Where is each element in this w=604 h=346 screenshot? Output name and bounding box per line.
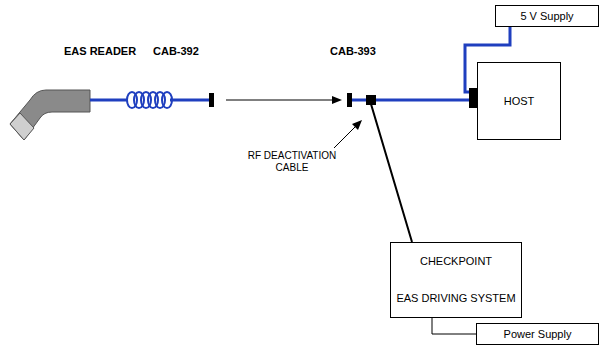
box-label: 5 V Supply <box>520 10 573 23</box>
cable-junction <box>366 95 376 105</box>
reader-handle <box>10 90 90 140</box>
box-label: Power Supply <box>504 328 572 341</box>
connector-line <box>432 318 476 334</box>
callout-label: RF DEACTIVATION CABLE <box>236 150 348 174</box>
coil-loop <box>162 92 172 108</box>
block-box: HOST <box>477 62 561 140</box>
block-box: Power Supply <box>476 323 599 345</box>
cable-segment <box>90 99 128 102</box>
cable-segment <box>170 99 210 102</box>
arrowhead <box>352 120 362 130</box>
host-connector <box>469 88 477 108</box>
box-label: EAS DRIVING SYSTEM <box>396 292 515 305</box>
leader-line <box>334 126 356 148</box>
reader-head <box>10 113 34 140</box>
block-box: CHECKPOINT EAS DRIVING SYSTEM <box>390 242 522 318</box>
box-label: CHECKPOINT <box>420 255 492 268</box>
arrowhead <box>332 96 342 104</box>
part-label: CAB-393 <box>330 45 376 57</box>
connector-line <box>371 100 477 242</box>
cable-connector <box>347 93 352 107</box>
part-label: EAS READER <box>64 45 136 57</box>
coil-windings <box>127 92 172 108</box>
cable-connector <box>209 93 214 107</box>
mating-arrow <box>226 100 334 101</box>
block-box: 5 V Supply <box>495 5 599 27</box>
part-label: CAB-392 <box>153 45 199 57</box>
box-label: HOST <box>504 95 535 108</box>
